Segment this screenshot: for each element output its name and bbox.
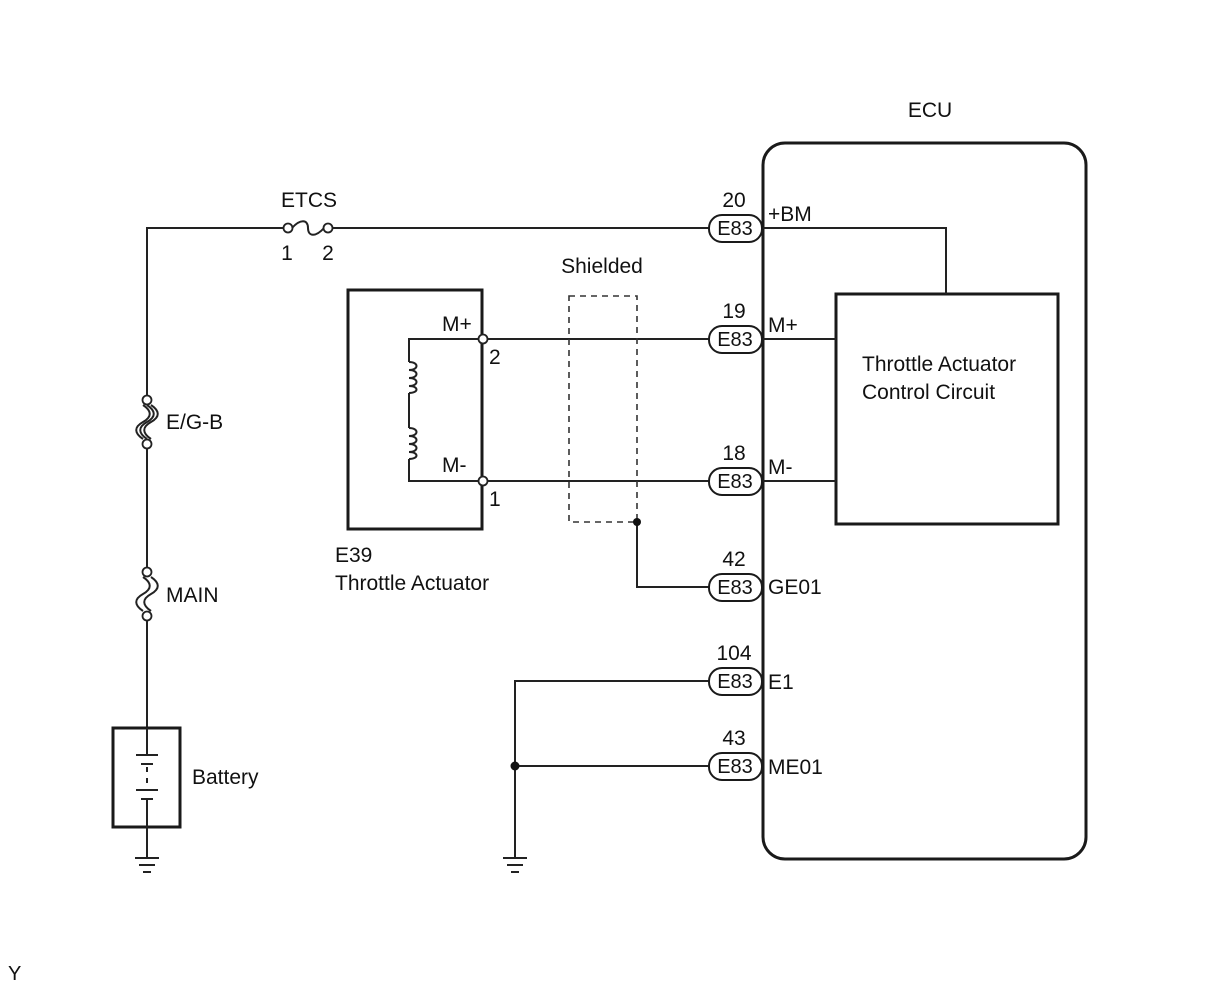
etcs-terminal-1 [282, 222, 294, 234]
throttle-actuator: M+ M- 2 1 E39 Throttle Actuator [335, 288, 501, 595]
ecu-internal-circuit-box [834, 292, 1060, 526]
connector-label: E83 [717, 471, 753, 493]
main-fusible-link: MAIN [135, 566, 219, 622]
actuator-pin-1: 1 [489, 488, 501, 511]
main-terminal-bottom [141, 610, 153, 622]
egb-fusible-link: E/G-B [135, 394, 223, 450]
main-label: MAIN [166, 584, 219, 607]
egb-terminal-top [141, 394, 153, 406]
pin-name: M+ [768, 314, 798, 337]
actuator-code: E39 [335, 544, 372, 567]
pin-name: +BM [768, 203, 812, 226]
motor-wiring: Shielded [488, 255, 836, 588]
actuator-terminal-minus-label: M- [442, 454, 467, 477]
battery-ground-icon [135, 857, 159, 873]
pin-number: 18 [722, 442, 745, 465]
pin-name: ME01 [768, 756, 823, 779]
wire-shield-ground [636, 522, 709, 588]
wire-e1-me01-ground [514, 680, 709, 858]
pin-name: M- [768, 456, 793, 479]
battery-icon [136, 728, 158, 858]
connector-badge [708, 667, 763, 696]
etcs-terminal-2 [322, 222, 334, 234]
egb-terminal-bottom [141, 438, 153, 450]
ecu-title: ECU [908, 99, 952, 122]
corner-mark: Y [8, 963, 21, 985]
pin-number: 104 [716, 642, 751, 665]
connector-label: E83 [717, 671, 753, 693]
etcs-pin-2: 2 [322, 242, 334, 265]
ecu-pin-19: E83 19 M+ [708, 300, 798, 354]
connector-badge [708, 325, 763, 354]
ground-junction-dot [510, 761, 520, 771]
connector-badge [708, 214, 763, 243]
main-fuse-icon [135, 576, 159, 612]
battery-label: Battery [192, 766, 259, 789]
egb-fuse-icon-outline [135, 404, 159, 440]
connector-label: E83 [717, 577, 753, 599]
connector-label: E83 [717, 329, 753, 351]
connector-label: E83 [717, 218, 753, 240]
ecu-pin-42: E83 42 GE01 [708, 548, 822, 602]
shield-junction-dot [633, 518, 641, 526]
pin-number: 20 [722, 189, 745, 212]
coil-upper [408, 361, 418, 394]
egb-fuse-icon [139, 404, 155, 440]
ecu-pin-18: E83 18 M- [708, 442, 793, 496]
actuator-name: Throttle Actuator [335, 572, 489, 595]
ecu-pin-20: E83 20 +BM [708, 189, 812, 243]
actuator-box [346, 288, 484, 531]
ecu-internal-circuit-line1: Throttle Actuator [862, 353, 1016, 376]
connector-badge [708, 573, 763, 602]
coil-lower [408, 427, 418, 460]
etcs-label: ETCS [281, 189, 337, 212]
ground-wiring [503, 680, 709, 873]
actuator-pin-2: 2 [489, 346, 501, 369]
shield-outline [568, 295, 638, 523]
etcs-fuse-icon [291, 220, 325, 236]
etcs-pin-1: 1 [281, 242, 293, 265]
motor-coil-icon [408, 338, 483, 482]
shielded-label: Shielded [561, 255, 643, 278]
connector-badge [708, 467, 763, 496]
actuator-terminal-plus-label: M+ [442, 313, 472, 336]
ecu-block: ECU Throttle Actuator Control Circuit [761, 99, 1088, 861]
ecu-pin-104: E83 104 E1 [708, 642, 794, 696]
ecu-pin-43: E83 43 ME01 [708, 727, 823, 781]
ecu-internal-circuit-line2: Control Circuit [862, 381, 995, 404]
wire-bm-internal [763, 227, 947, 294]
battery: Battery [111, 726, 259, 873]
egb-label: E/G-B [166, 411, 223, 434]
power-circuit: ETCS 1 2 E/G-B MAIN Battery [111, 189, 947, 873]
wire-battery-to-etcs [146, 227, 287, 728]
pin-name: GE01 [768, 576, 822, 599]
actuator-terminal-plus [477, 333, 489, 345]
pin-name: E1 [768, 671, 794, 694]
main-terminal-top [141, 566, 153, 578]
pin-number: 42 [722, 548, 745, 571]
pin-number: 19 [722, 300, 745, 323]
connector-badge [708, 752, 763, 781]
actuator-terminal-minus [477, 475, 489, 487]
etcs-fuse: ETCS 1 2 [281, 189, 337, 265]
pin-number: 43 [722, 727, 745, 750]
connector-label: E83 [717, 756, 753, 778]
ecu-ground-icon [503, 857, 527, 873]
